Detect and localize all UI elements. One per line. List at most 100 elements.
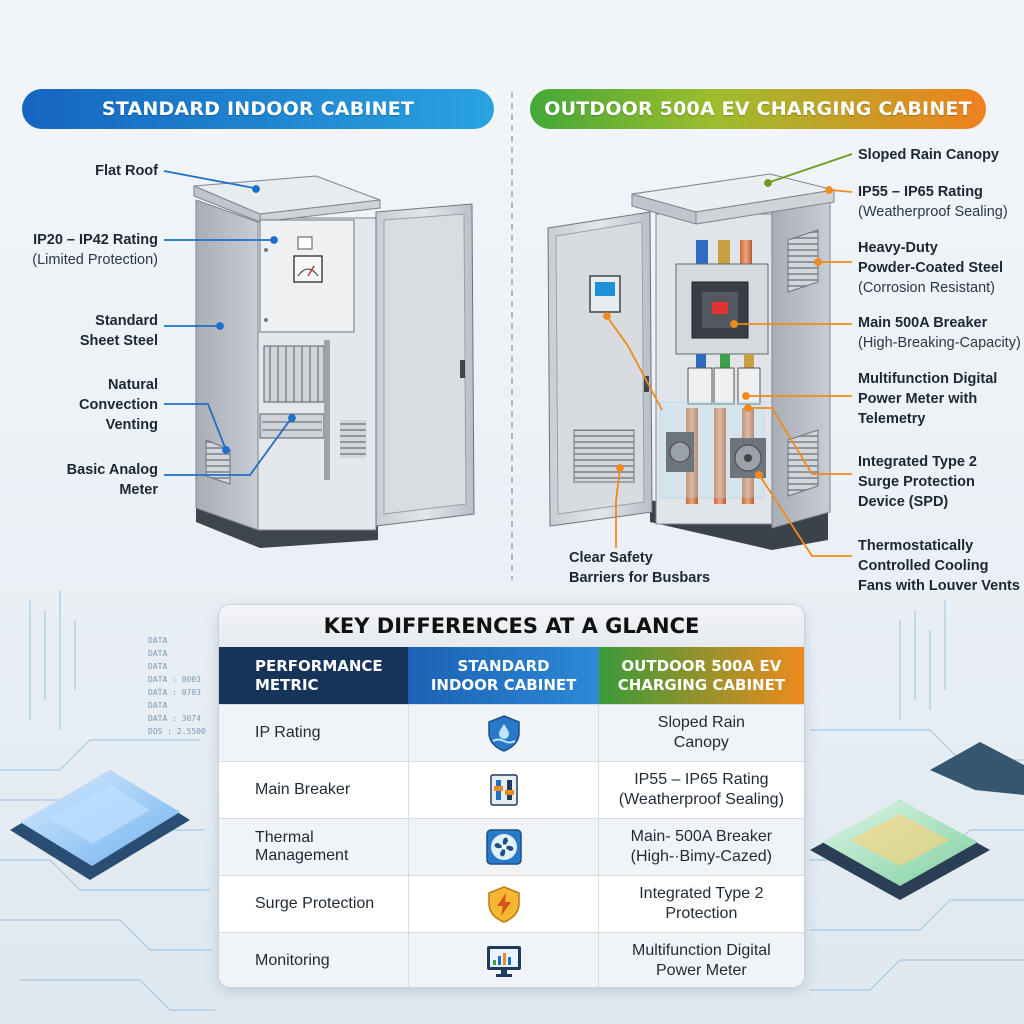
- outdoor-cabinet-illustration: [547, 173, 835, 550]
- data-line: DATA: [148, 662, 168, 671]
- label-text: Venting: [105, 417, 158, 433]
- label-main-breaker: Main 500A Breaker (High-Breaking-Capacit…: [858, 313, 1021, 353]
- label-text: IP55 – IP65 Rating: [858, 184, 983, 200]
- label-text: Sheet Steel: [79, 333, 158, 349]
- header-text: PERFORMANCE: [255, 656, 383, 675]
- label-digital-meter: Multifunction Digital Power Meter with T…: [858, 369, 997, 429]
- label-cooling-fans: Thermostatically Controlled Cooling Fans…: [858, 536, 1020, 596]
- label-subtext: (Limited Protection): [32, 252, 158, 268]
- breaker-switch-icon: [489, 774, 518, 806]
- outdoor-callout-canopy-line: [764, 153, 853, 187]
- lightning-shield-icon: [487, 886, 520, 923]
- label-text: Flat Roof: [95, 163, 158, 179]
- label-natural-venting: Natural Convection Venting: [79, 375, 158, 435]
- cell-text: Protection: [665, 905, 738, 922]
- data-line: DATA : 3074: [148, 714, 201, 723]
- label-text: Surge Protection: [858, 474, 975, 490]
- cell-text: Multifunction Digital: [631, 942, 771, 959]
- label-subtext: (High-Breaking-Capacity): [858, 335, 1021, 351]
- table-row: Main Breaker IP55 – IP65 Rating (Weatherp…: [219, 761, 804, 818]
- cell-metric: Monitoring: [255, 952, 330, 969]
- outdoor-cabinet-header: OUTDOOR 500A EV CHARGING CABINET: [530, 89, 986, 129]
- monitor-chart-icon: [486, 946, 521, 977]
- cell-indoor-icon: [408, 933, 599, 987]
- data-line: DATA: [148, 649, 168, 658]
- label-text: Power Meter with: [858, 391, 978, 407]
- cell-outdoor: Main- 500A Breaker(High-·Bimy-Cazed): [599, 819, 804, 875]
- label-subtext: (Corrosion Resistant): [858, 280, 995, 296]
- fan-icon: [485, 829, 522, 865]
- label-text: Powder-Coated Steel: [858, 260, 1004, 276]
- data-line: DATA : 0703: [148, 688, 201, 697]
- cell-metric: IP Rating: [255, 724, 321, 741]
- cell-text: Management: [255, 847, 349, 864]
- cell-indoor-icon: [408, 705, 599, 761]
- cell-indoor-icon: [408, 762, 599, 818]
- header-text: CHARGING CABINET: [617, 675, 786, 694]
- data-line: DATA: [148, 701, 168, 710]
- water-shield-icon: [487, 715, 520, 752]
- header-text: STANDARD: [457, 656, 550, 675]
- cell-indoor-icon: [408, 819, 599, 875]
- label-text: Multifunction Digital: [858, 371, 998, 387]
- label-text: Clear Safety: [569, 550, 653, 566]
- label-text: Standard: [95, 313, 158, 329]
- indoor-callout-lines: [163, 170, 296, 476]
- label-flat-roof: Flat Roof: [95, 161, 158, 181]
- cabinet-comparison-diagram: [163, 92, 853, 580]
- label-subtext: (Weatherproof Sealing): [858, 204, 1008, 220]
- label-powder-coated-steel: Heavy-Duty Powder-Coated Steel (Corrosio…: [858, 238, 1003, 298]
- header-text: METRIC: [255, 675, 319, 694]
- label-analog-meter: Basic Analog Meter: [67, 460, 158, 500]
- indoor-cabinet-header: STANDARD INDOOR CABINET: [22, 89, 494, 129]
- table-title: KEY DIFFERENCES AT A GLANCE: [219, 605, 804, 647]
- cell-text: Thermal: [255, 829, 314, 846]
- cell-text: IP55 – IP65 Rating: [634, 771, 769, 788]
- cell-text: Power Meter: [656, 962, 747, 979]
- label-text: IP20 – IP42 Rating: [33, 232, 158, 248]
- label-safety-barriers: Clear Safety Barriers for Busbars: [569, 548, 710, 588]
- indoor-cabinet-illustration: [193, 175, 475, 548]
- processor-chip-left: [10, 770, 190, 880]
- cell-indoor-icon: [408, 876, 599, 932]
- cell-text: Sloped Rain: [657, 714, 745, 731]
- header-text: INDOOR CABINET: [430, 675, 577, 694]
- label-text: Heavy-Duty: [858, 240, 938, 256]
- label-sloped-canopy: Sloped Rain Canopy: [858, 145, 999, 165]
- label-surge-protection: Integrated Type 2 Surge Protection Devic…: [858, 452, 977, 512]
- label-text: Integrated Type 2: [858, 454, 977, 470]
- circuit-traces-left: [0, 590, 215, 1011]
- label-ip-rating-outdoor: IP55 – IP65 Rating (Weatherproof Sealing…: [858, 182, 1008, 222]
- cooling-fan-right: [730, 438, 766, 478]
- processor-chip-right: [810, 742, 1024, 900]
- label-text: Fans with Louver Vents: [858, 578, 1020, 594]
- label-text: Meter: [119, 482, 158, 498]
- label-text: Main 500A Breaker: [858, 315, 988, 331]
- label-ip-rating-indoor: IP20 – IP42 Rating (Limited Protection): [32, 230, 158, 270]
- label-text: Sloped Rain Canopy: [858, 147, 999, 163]
- cell-outdoor: IP55 – IP65 Rating (Weatherproof Sealing): [599, 762, 804, 818]
- label-text: Controlled Cooling: [858, 558, 989, 574]
- cell-metric: Main Breaker: [255, 781, 351, 798]
- circuit-traces-right: [810, 600, 1024, 991]
- label-text: Thermostatically: [858, 538, 974, 554]
- cell-text: (Weatherproof Sealing): [618, 791, 784, 808]
- analog-meter: [293, 255, 323, 283]
- label-text: Natural: [108, 377, 158, 393]
- cell-text: Canopy: [673, 734, 729, 751]
- label-text: Telemetry: [858, 411, 926, 427]
